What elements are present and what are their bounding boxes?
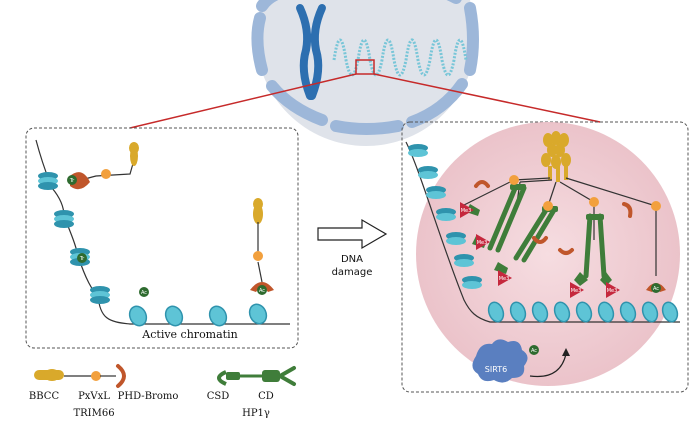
svg-text:Me3: Me3 [607,288,618,294]
svg-text:damage: damage [332,267,373,278]
svg-text:Tr: Tr [69,178,75,184]
dna-damage-arrow: DNA damage [317,218,388,278]
nucleosome-row [128,303,268,327]
nucleosome [38,172,58,190]
zoom-highlight-box [355,59,375,75]
svg-text:Tr: Tr [79,256,85,262]
pxvxl-dots [509,175,661,211]
me3-mark: Me3 [570,282,584,298]
repair-focus [416,122,680,386]
panel-caption: Active chromatin [141,328,237,341]
nucleus [251,0,479,146]
nucleosome-row [487,301,679,323]
me3-mark: Me3 [606,282,620,298]
trim66-oligomer [541,131,571,182]
svg-text:PHD-Bromo: PHD-Bromo [118,391,179,402]
svg-text:Me3: Me3 [499,276,510,282]
chromatin-fiber [332,38,468,77]
ac-mark: Ac [529,345,539,355]
me3-mark: Me3 [460,202,474,218]
svg-text:Ac: Ac [259,288,265,294]
svg-text:Me3: Me3 [461,208,472,214]
chromosome-icon [296,4,326,100]
phd-bromo-free [474,180,633,255]
svg-text:Ac: Ac [141,290,147,296]
trim66-complex [70,142,139,190]
tr-mark: Tr [77,253,87,263]
dna-strand-left [35,139,290,325]
me3-mark: Me3 [476,234,490,250]
nucleosome [54,210,74,228]
deacetylation-arrow [529,353,567,378]
svg-text:Me3: Me3 [571,288,582,294]
svg-text:Ac: Ac [531,348,537,354]
svg-text:CD: CD [258,391,274,402]
arrow-head-icon [562,348,570,356]
svg-text:SIRT6: SIRT6 [485,365,507,374]
sirt6-enzyme: SIRT6 [472,339,528,383]
tr-mark: Tr [67,175,77,185]
nucleosome [90,286,110,304]
svg-text:Me3: Me3 [477,240,488,246]
zoom-line-right [373,73,601,123]
left-panel: Tr Tr Ac Ac Active chromatin [25,127,299,349]
legend-trim66: BBCC PxVxL PHD-Bromo TRIM66 [29,364,179,419]
me3-mark: Me3 [498,270,512,286]
svg-text:HP1γ: HP1γ [242,408,270,419]
ac-mark: Ac [646,283,666,293]
svg-text:CSD: CSD [207,391,230,402]
svg-text:BBCC: BBCC [29,391,60,402]
trim66-complex: Ac [250,198,274,295]
ac-mark: Ac [139,287,149,297]
svg-text:PxVxL: PxVxL [78,391,110,402]
zoom-line-left [129,73,357,129]
svg-text:Ac: Ac [653,286,659,292]
legend-hp1: CSD CD HP1γ [207,366,296,419]
nucleosome-stack [408,144,482,289]
right-panel: Me3 Me3 Me3 Me3 Me3 Ac SIRT6 [401,121,689,393]
hp1-dimer [487,183,607,279]
dna-strand-right [405,141,680,323]
svg-text:TRIM66: TRIM66 [73,408,114,419]
svg-text:DNA: DNA [341,254,363,265]
